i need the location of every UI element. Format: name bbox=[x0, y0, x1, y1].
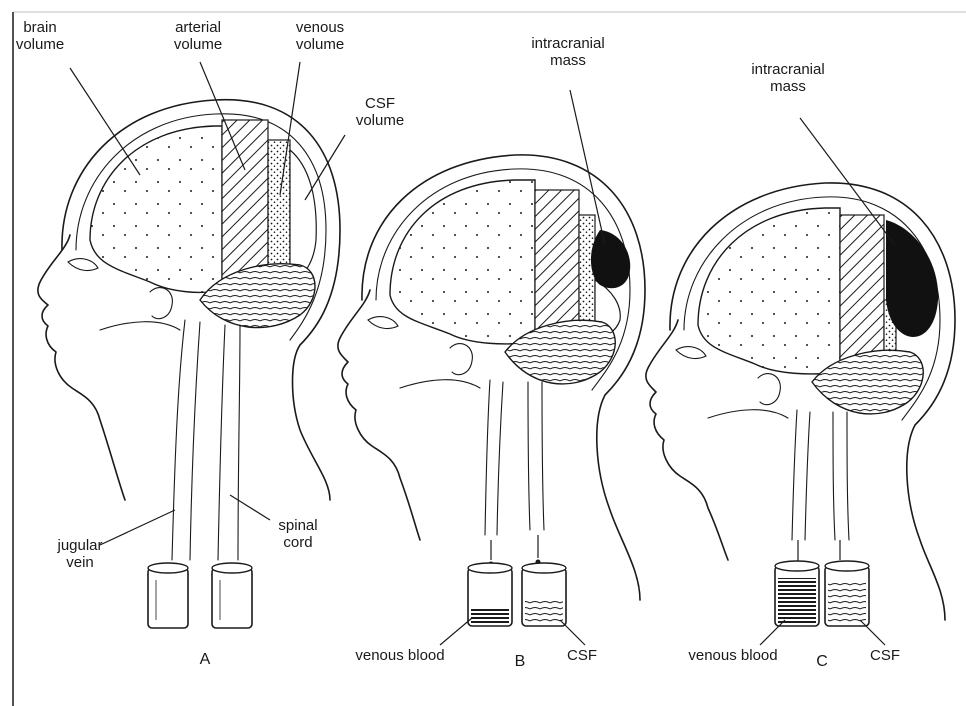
panel-c-intracranial-mass bbox=[886, 220, 938, 337]
panel-c-csf-leader bbox=[860, 620, 885, 645]
panel-b-brain-volume bbox=[390, 180, 535, 344]
panel-c-arterial-volume bbox=[840, 215, 884, 372]
panel-b-letter: B bbox=[515, 653, 526, 670]
panel-c-beaker-csf bbox=[825, 561, 869, 626]
panel-a-jaw bbox=[100, 322, 180, 330]
panel-b-venous-blood-label: venous blood bbox=[355, 647, 444, 664]
panel-b-vein-2 bbox=[497, 382, 503, 535]
panel-b-intracranial-mass bbox=[591, 230, 630, 288]
panel-a-csf-leader bbox=[305, 135, 345, 200]
panel-c-vein-1 bbox=[792, 410, 797, 540]
panel-a-jugular-vein bbox=[172, 320, 185, 560]
panel-a-spinal-cord-2 bbox=[238, 325, 240, 560]
panel-b-venous-blood-leader bbox=[440, 618, 472, 645]
panel-a-letter: A bbox=[200, 651, 211, 668]
panel-b-cord-1 bbox=[528, 382, 530, 530]
panel-c-venous-blood-leader bbox=[760, 620, 785, 645]
panel-a-arterial-volume bbox=[222, 120, 268, 290]
panel-c-eye bbox=[676, 347, 706, 359]
panel-c-jaw bbox=[708, 410, 788, 418]
panel-c-venous-blood-label: venous blood bbox=[688, 647, 777, 664]
panel-c-cord-1 bbox=[833, 412, 835, 540]
panel-a-jugular-leader bbox=[100, 510, 175, 545]
panel-a-beaker-right bbox=[212, 563, 252, 628]
panel-a-spinal-cord bbox=[218, 325, 225, 560]
panel-a-spinal-leader bbox=[230, 495, 270, 520]
panel-a-face-profile bbox=[38, 235, 125, 500]
panel-a-eye bbox=[68, 259, 98, 271]
panel-b-csf-label: CSF bbox=[567, 647, 597, 664]
panel-a-ear bbox=[150, 288, 172, 319]
panel-b-csf-leader bbox=[560, 620, 585, 645]
panel-b-arterial-volume bbox=[535, 190, 579, 342]
panel-c-ear bbox=[758, 374, 780, 405]
panel-c-beaker-venous bbox=[775, 561, 819, 626]
panel-c-letter: C bbox=[816, 653, 828, 670]
panel-b-cord-2 bbox=[542, 382, 544, 530]
panel-b-jaw bbox=[400, 380, 480, 388]
panel-b-beaker-csf bbox=[522, 563, 566, 626]
panel-c-vein-2 bbox=[805, 412, 810, 540]
panel-b-beaker-venous bbox=[468, 563, 512, 626]
panel-c-csf-label: CSF bbox=[870, 647, 900, 664]
panel-a-brain-volume bbox=[90, 126, 222, 292]
panel-b-vein-1 bbox=[485, 380, 490, 535]
panel-c-face-profile bbox=[646, 320, 728, 560]
panel-b-eye bbox=[368, 317, 398, 329]
panel-c-cord-2 bbox=[847, 412, 849, 540]
panel-c-brain-volume bbox=[698, 208, 840, 374]
panel-a-beaker-left bbox=[148, 563, 188, 628]
panel-b-ear bbox=[450, 344, 472, 375]
panel-a-jugular-vein-2 bbox=[190, 322, 200, 560]
panel-a-brain-leader bbox=[70, 68, 140, 175]
